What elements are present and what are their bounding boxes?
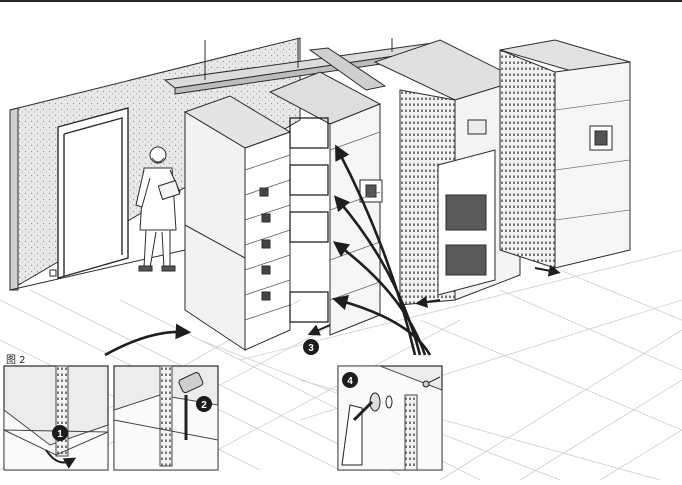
figure-label: 图 2 <box>6 355 26 366</box>
svg-text:2: 2 <box>201 400 207 411</box>
clipboard-icon <box>157 179 181 201</box>
detail-panel-2: 2 <box>113 365 219 471</box>
door-frame <box>57 107 129 279</box>
curved-arrow-icon <box>104 144 432 357</box>
top-rule <box>0 0 682 2</box>
detail-panel-4: 4 <box>337 365 443 471</box>
svg-text:3: 3 <box>308 343 314 354</box>
step-badge-3: 3 <box>303 339 319 355</box>
far-right-cabinet <box>499 39 631 269</box>
front-cabinet <box>183 95 292 351</box>
detail-panel-1: 1 <box>3 365 109 471</box>
right-cabinet <box>373 39 522 306</box>
wall-socket-icon <box>49 269 57 277</box>
svg-text:1: 1 <box>57 429 63 440</box>
move-arrows <box>307 264 561 336</box>
screwdriver-icon <box>178 372 204 440</box>
person-figure <box>135 146 181 272</box>
svg-text:4: 4 <box>347 376 353 387</box>
